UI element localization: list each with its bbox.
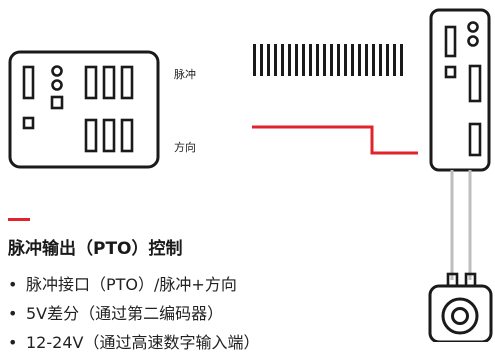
pulse-label: 脉冲: [174, 68, 196, 81]
controller-indicator-top: [51, 65, 63, 77]
section-title: 脉冲输出（PTO）控制: [8, 239, 183, 259]
pulse-bar: [393, 44, 396, 76]
motor-shaft-inner: [451, 307, 469, 325]
pulse-bar: [365, 44, 368, 76]
drive-led-square: [444, 65, 457, 79]
controller-terminal-3: [120, 65, 134, 100]
drive-module: [429, 8, 491, 172]
pulse-bar: [372, 44, 375, 76]
list-item: •脉冲接口（PTO）/脉冲+方向: [8, 275, 237, 294]
list-item: •12-24V（通过高速数字输入端）: [8, 333, 260, 352]
pulse-bar: [344, 44, 347, 76]
pulse-bar: [253, 44, 256, 76]
pto-wiring-diagram: [8, 8, 493, 342]
controller-terminal-6: [120, 118, 134, 153]
drive-terminal-top-left: [444, 25, 457, 58]
pulse-bar: [323, 44, 326, 76]
motor-shaft-outer: [441, 297, 479, 335]
drive-terminal-mid: [468, 64, 482, 103]
pulse-bar: [281, 44, 284, 76]
direction-signal-line: [252, 125, 418, 155]
controller-terminal-1: [84, 65, 98, 100]
controller-module: [8, 50, 160, 169]
list-item-text: 5V差分（通过第二编码器）: [26, 304, 224, 323]
controller-indicator-bottom: [51, 79, 63, 91]
controller-slot-left: [22, 65, 35, 100]
controller-led-square: [22, 116, 35, 130]
list-item-text: 脉冲接口（PTO）/脉冲+方向: [26, 275, 237, 294]
pulse-bar: [309, 44, 312, 76]
pulse-bar: [358, 44, 361, 76]
pulse-bar: [295, 44, 298, 76]
controller-terminal-2: [102, 65, 116, 100]
pulse-train-signal: [253, 44, 403, 76]
list-item: •5V差分（通过第二编码器）: [8, 304, 224, 323]
controller-small-slot: [50, 95, 64, 110]
pulse-bar: [337, 44, 340, 76]
pulse-bar: [379, 44, 382, 76]
pulse-bar: [386, 44, 389, 76]
controller-terminal-5: [102, 118, 116, 153]
pulse-bar: [400, 44, 403, 76]
pulse-bar: [260, 44, 263, 76]
pulse-bar: [267, 44, 270, 76]
list-item-text: 12-24V（通过高速数字输入端）: [26, 333, 260, 352]
drive-indicator-bottom: [467, 35, 479, 47]
motor-body: [428, 284, 493, 342]
controller-terminal-4: [84, 118, 98, 153]
pulse-bar: [351, 44, 354, 76]
feature-list: •脉冲接口（PTO）/脉冲+方向 •5V差分（通过第二编码器） •12-24V（…: [8, 270, 259, 357]
pulse-bar: [330, 44, 333, 76]
drive-indicator-top: [467, 21, 479, 33]
pulse-bar: [316, 44, 319, 76]
drive-terminal-bottom: [468, 122, 482, 157]
pulse-bar: [288, 44, 291, 76]
direction-label: 方向: [174, 141, 196, 154]
section-accent-bar: [8, 218, 30, 221]
pulse-bar: [274, 44, 277, 76]
pulse-bar: [302, 44, 305, 76]
